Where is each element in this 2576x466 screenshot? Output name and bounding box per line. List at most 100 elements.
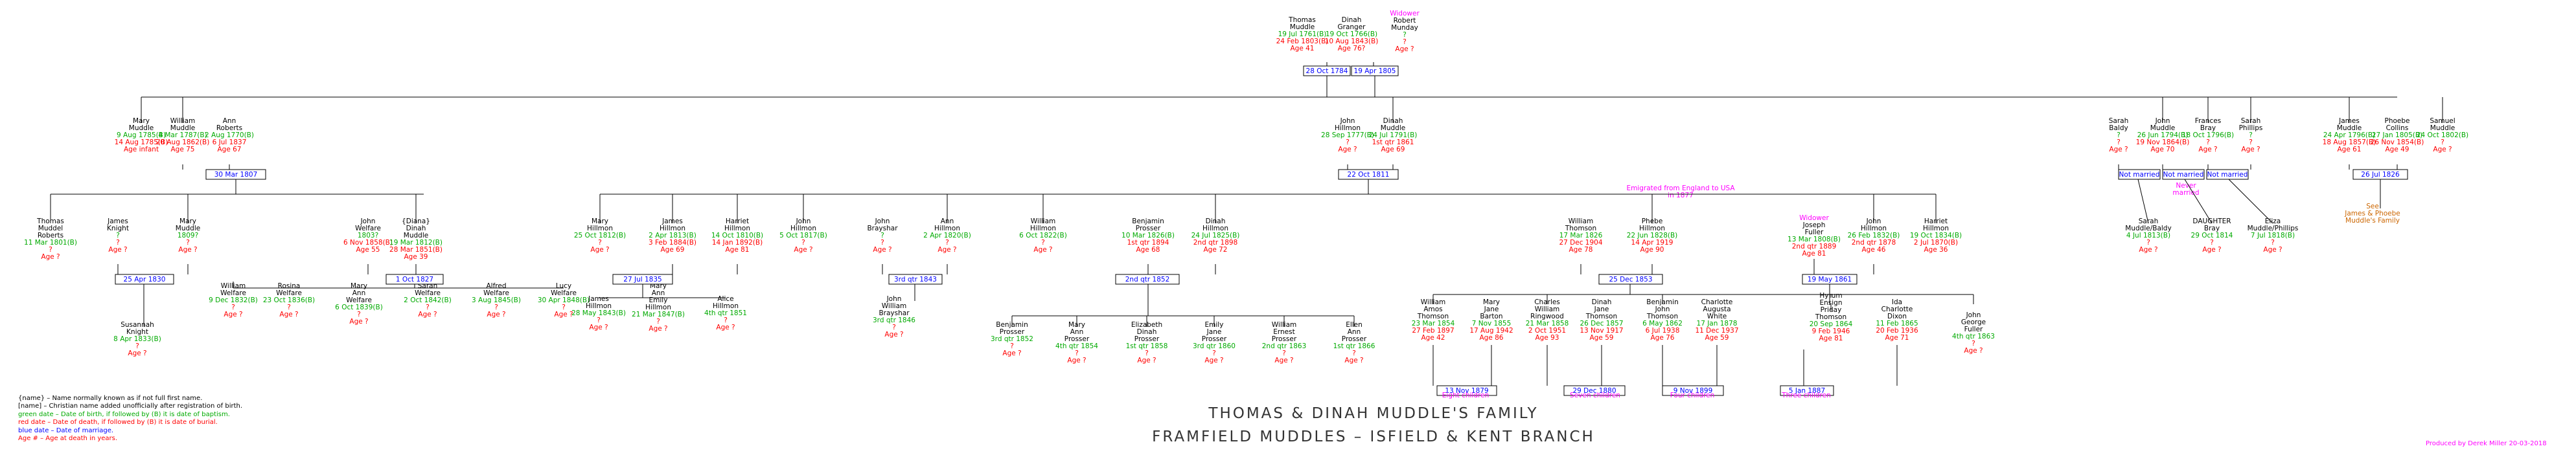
birth-date: 28 Sep 1777(B) [1321,131,1374,139]
age-at-death: Age ? [1067,357,1086,364]
person-name: Prosser [1134,335,1160,343]
death-date: ? [116,239,120,247]
person-name: Roberts [216,124,242,132]
person-name: Hillmon [713,302,739,310]
birth-date: 26 Dec 1857 [1580,320,1623,327]
death-date: 6 Jul 1837 [213,139,247,146]
death-date: ? [724,316,728,324]
person-name: John [875,217,890,225]
birth-date: 2 Apr 1820(B) [923,232,971,239]
death-date: 2nd qtr 1878 [1852,239,1896,247]
person-name: Bray [2200,124,2216,132]
death-date: 14 Aug 1785(B) [115,139,168,146]
age-at-death: Age 69 [660,246,684,254]
death-date: 27 Feb 1897 [1412,327,1454,335]
age-at-death: Age ? [279,311,298,318]
death-date: ? [1212,350,1216,357]
birth-date: 26 Jun 1794(B) [2137,131,2189,139]
birth-date: 3rd qtr 1852 [991,335,1033,343]
legend-line: Age # – Age at death in years. [18,435,118,443]
person-name: Prosser [1000,328,1025,336]
birth-date: 29 Oct 1814 [2191,232,2233,239]
death-date: ? [1346,139,1350,146]
marriage-date: 28 Oct 1784 [1306,67,1348,75]
person-name: Prosser [1064,335,1090,343]
death-date: ? [2249,139,2253,146]
person-name: Jane [1206,328,1222,336]
birth-date: ? [2117,131,2121,139]
death-date: ? [357,311,361,318]
birth-date: 1st qtr 1866 [1333,342,1375,350]
person-name: Muddle [129,124,154,132]
age-at-death: Age ? [1344,357,1363,364]
age-at-death: Age ? [487,311,505,318]
person-name: Hillmon [645,304,671,311]
birth-date: 4 Mar 1787(B) [158,131,207,139]
marriage-date: 1 Oct 1827 [396,276,433,283]
person-name: Phoebe [2385,117,2410,125]
death-date: ? [1041,239,1045,247]
death-date: 9 Feb 1946 [1812,327,1850,335]
birth-date: 10 Mar 1826(B) [1121,232,1175,239]
person-name: Prosser [1136,225,1161,232]
person-name: Hillmon [1861,225,1887,232]
person-name: Brayshar [867,225,898,232]
credit-text: Produced by Derek Miller 20-03-2018 [2426,440,2547,447]
person-name: Welfare [483,289,509,297]
person-name: Sarah [2139,217,2159,225]
birth-date: 2 Oct 1842(B) [404,296,452,304]
person-name: John [360,217,376,225]
status-text: Not married [2163,171,2204,179]
age-at-death: Age 86 [1479,334,1503,342]
person-name: Sarah [2109,117,2129,125]
marriage-date: 27 Jul 1835 [623,276,661,283]
death-date: 20 Aug 1862(B) [156,139,210,146]
death-date: ? [1972,340,1975,348]
person-name: George [1961,318,1986,326]
age-at-death: Age 75 [170,146,194,153]
age-at-death: Age 59 [1589,334,1613,342]
birth-date: 30 Apr 1848(B) [538,296,590,304]
marriage-date: 22 Oct 1811 [1348,171,1390,179]
birth-date: 3rd qtr 1846 [873,316,915,324]
person-name: Welfare [551,289,577,297]
birth-date: 24 Apr 1796(B) [2323,131,2375,139]
age-at-death: Age ? [716,324,735,331]
age-at-death: Age 49 [2385,146,2409,153]
birth-date: 13 Mar 1808(B) [1788,236,1841,243]
death-date: ? [1145,350,1149,357]
person-name: Hillmon [934,225,960,232]
person-name: Thomson [1815,313,1846,321]
person-name: Jane [1594,305,1609,313]
person-name: Ensign [1820,299,1843,307]
person-name: Phillips [2239,124,2263,132]
connector-line [2137,179,2149,224]
age-at-death: Age 41 [1290,45,1314,52]
death-date: 26 Nov 1854(B) [2371,139,2424,146]
status-box [2206,169,2249,180]
death-date: ? [287,304,291,311]
annotation-note: Muddle's Family [2345,217,2400,225]
death-date: ? [186,239,190,247]
age-at-death: Age 39 [404,253,428,261]
age-at-death: Age 76? [1338,45,1366,52]
age-at-death: Age ? [1033,246,1052,254]
person-name: Ernest [1273,328,1294,336]
marriage-date: 29 Dec 1880 [1572,387,1616,395]
person-name: Welfare [355,225,381,232]
age-at-death: Age 46 [1861,246,1885,254]
age-at-death: Age 69 [1381,146,1405,153]
death-date: 2 Oct 1951 [1528,327,1566,335]
age-at-death: Age ? [554,311,573,318]
age-at-death: Age ? [1002,350,1021,357]
death-date: ? [598,239,602,247]
person-name: Amos [1423,305,1442,313]
marriage-date: 19 Apr 1805 [1354,67,1396,75]
birth-date: 23 Mar 1854 [1412,320,1455,327]
marriage-box [115,274,174,285]
age-at-death: Age 59 [1705,334,1729,342]
death-date: 3 Feb 1884(B) [649,239,696,247]
person-name: John [1655,305,1670,313]
death-date: ? [801,239,805,247]
person-name: Granger [1338,23,1366,31]
